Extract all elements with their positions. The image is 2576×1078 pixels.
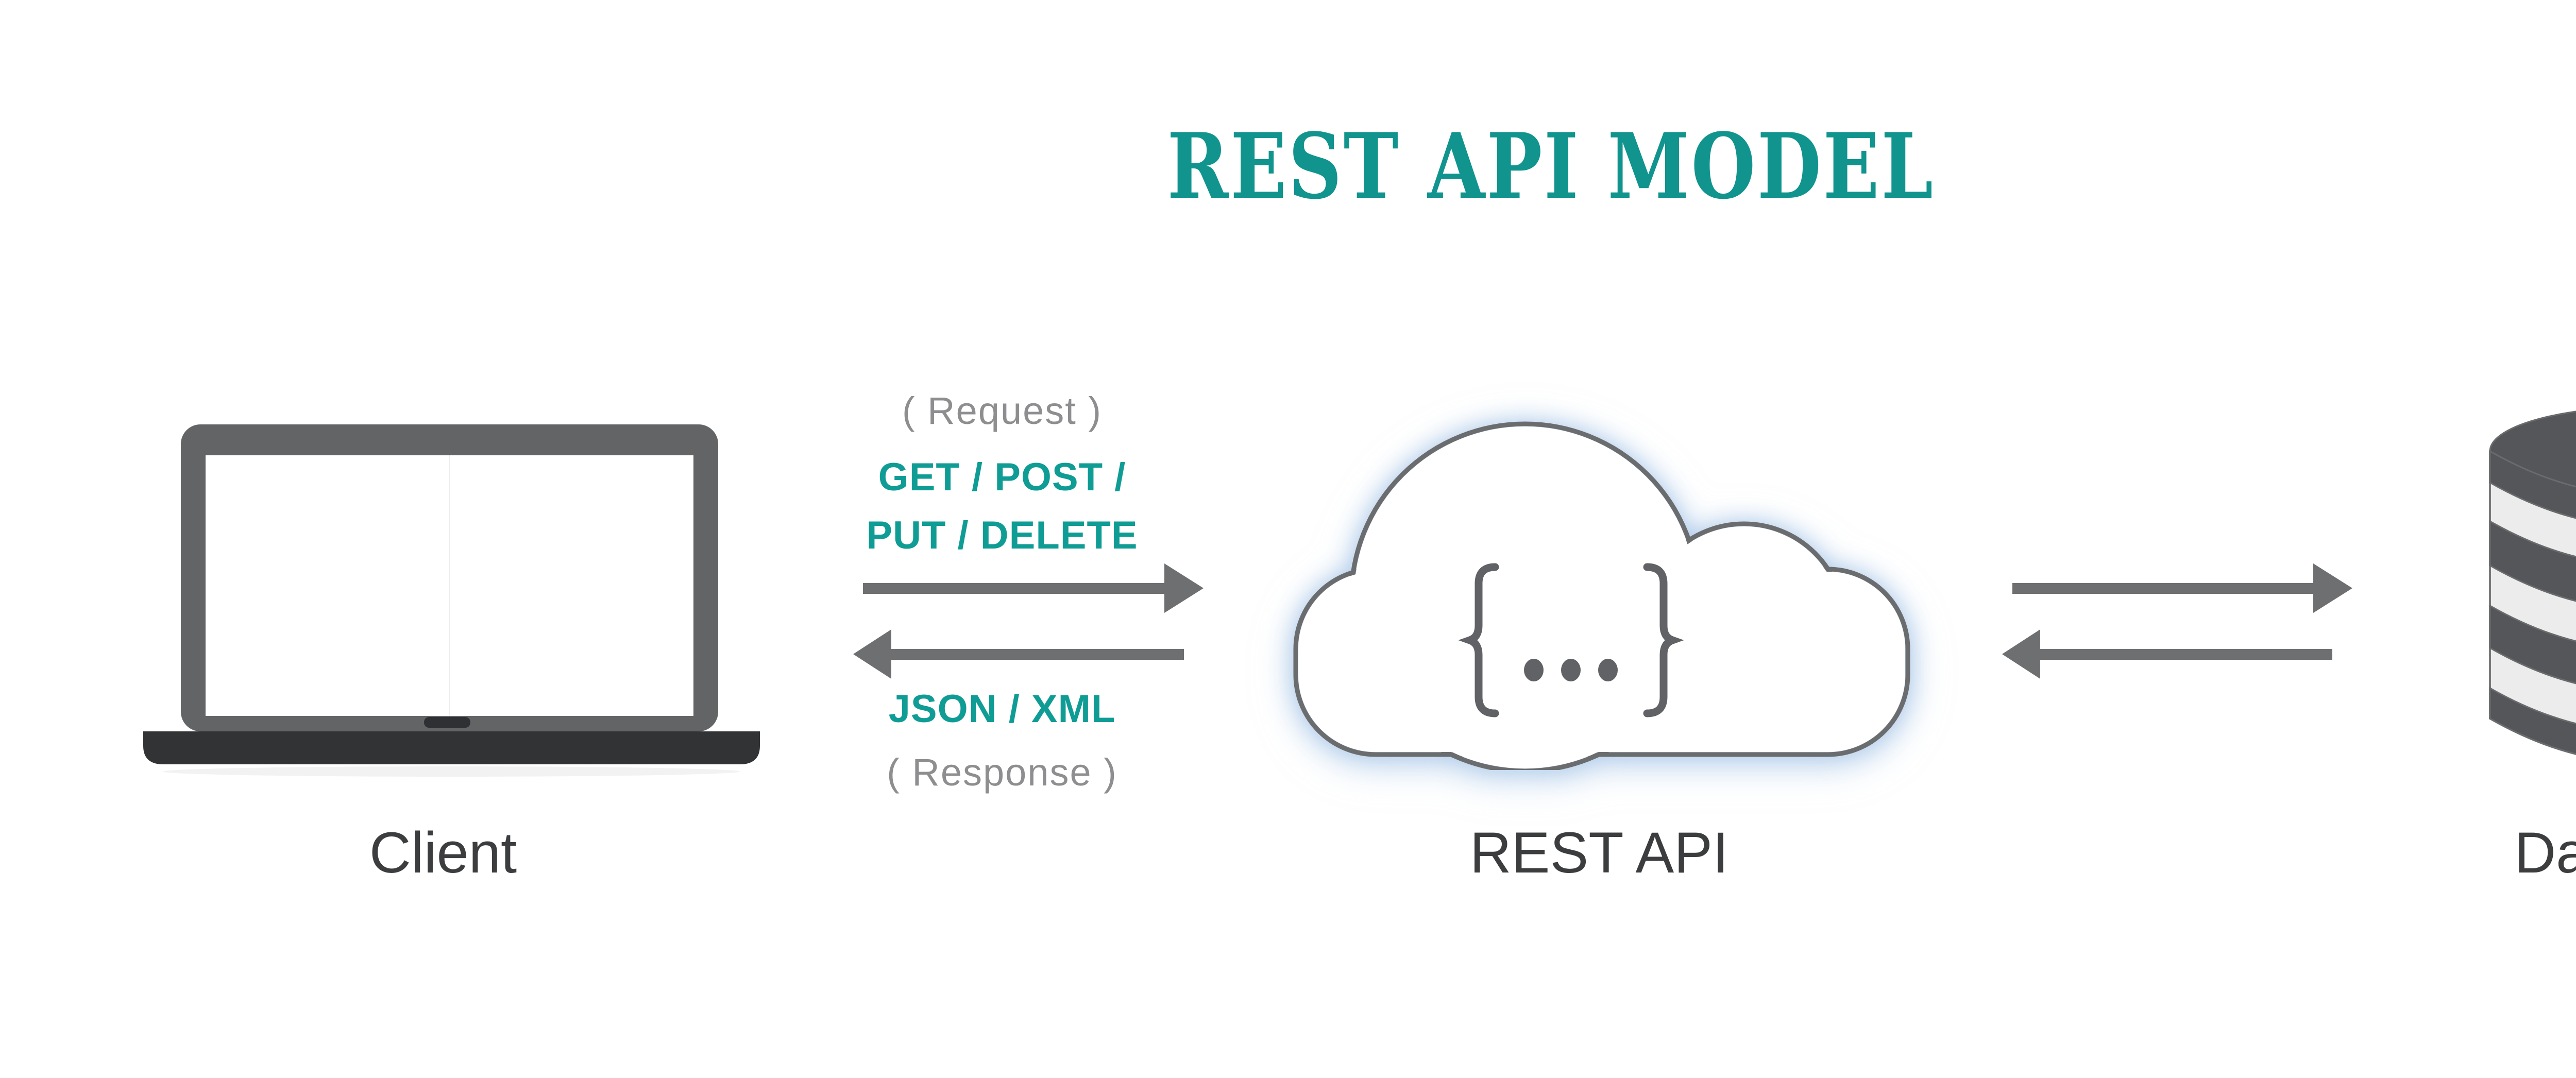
rest-api-label: REST API	[1469, 820, 1729, 885]
http-methods-line2: PUT / DELETE	[866, 514, 1138, 557]
ellipsis-dots-icon	[1524, 659, 1618, 681]
response-annotation: ( Response )	[887, 751, 1117, 794]
page-title: REST API MODEL	[778, 117, 2324, 217]
laptop-icon	[143, 424, 760, 777]
code-braces-icon	[1458, 563, 1684, 717]
database-icon	[2489, 410, 2576, 755]
database-label: Database	[2514, 820, 2576, 885]
arrow-right-icon	[2012, 563, 2352, 613]
arrow-left-icon	[2002, 629, 2332, 679]
cloud-icon	[1293, 421, 1910, 770]
arrow-right-icon	[863, 563, 1204, 613]
page-title-text: REST API MODEL	[1167, 114, 1935, 219]
request-annotation: ( Request )	[902, 389, 1103, 432]
client-label: Client	[369, 820, 517, 885]
arrow-left-icon	[853, 629, 1184, 679]
http-methods-line1: GET / POST /	[878, 455, 1126, 499]
api-database-arrows	[2002, 563, 2352, 679]
response-formats: JSON / XML	[888, 687, 1116, 731]
client-api-arrows	[853, 563, 1204, 679]
